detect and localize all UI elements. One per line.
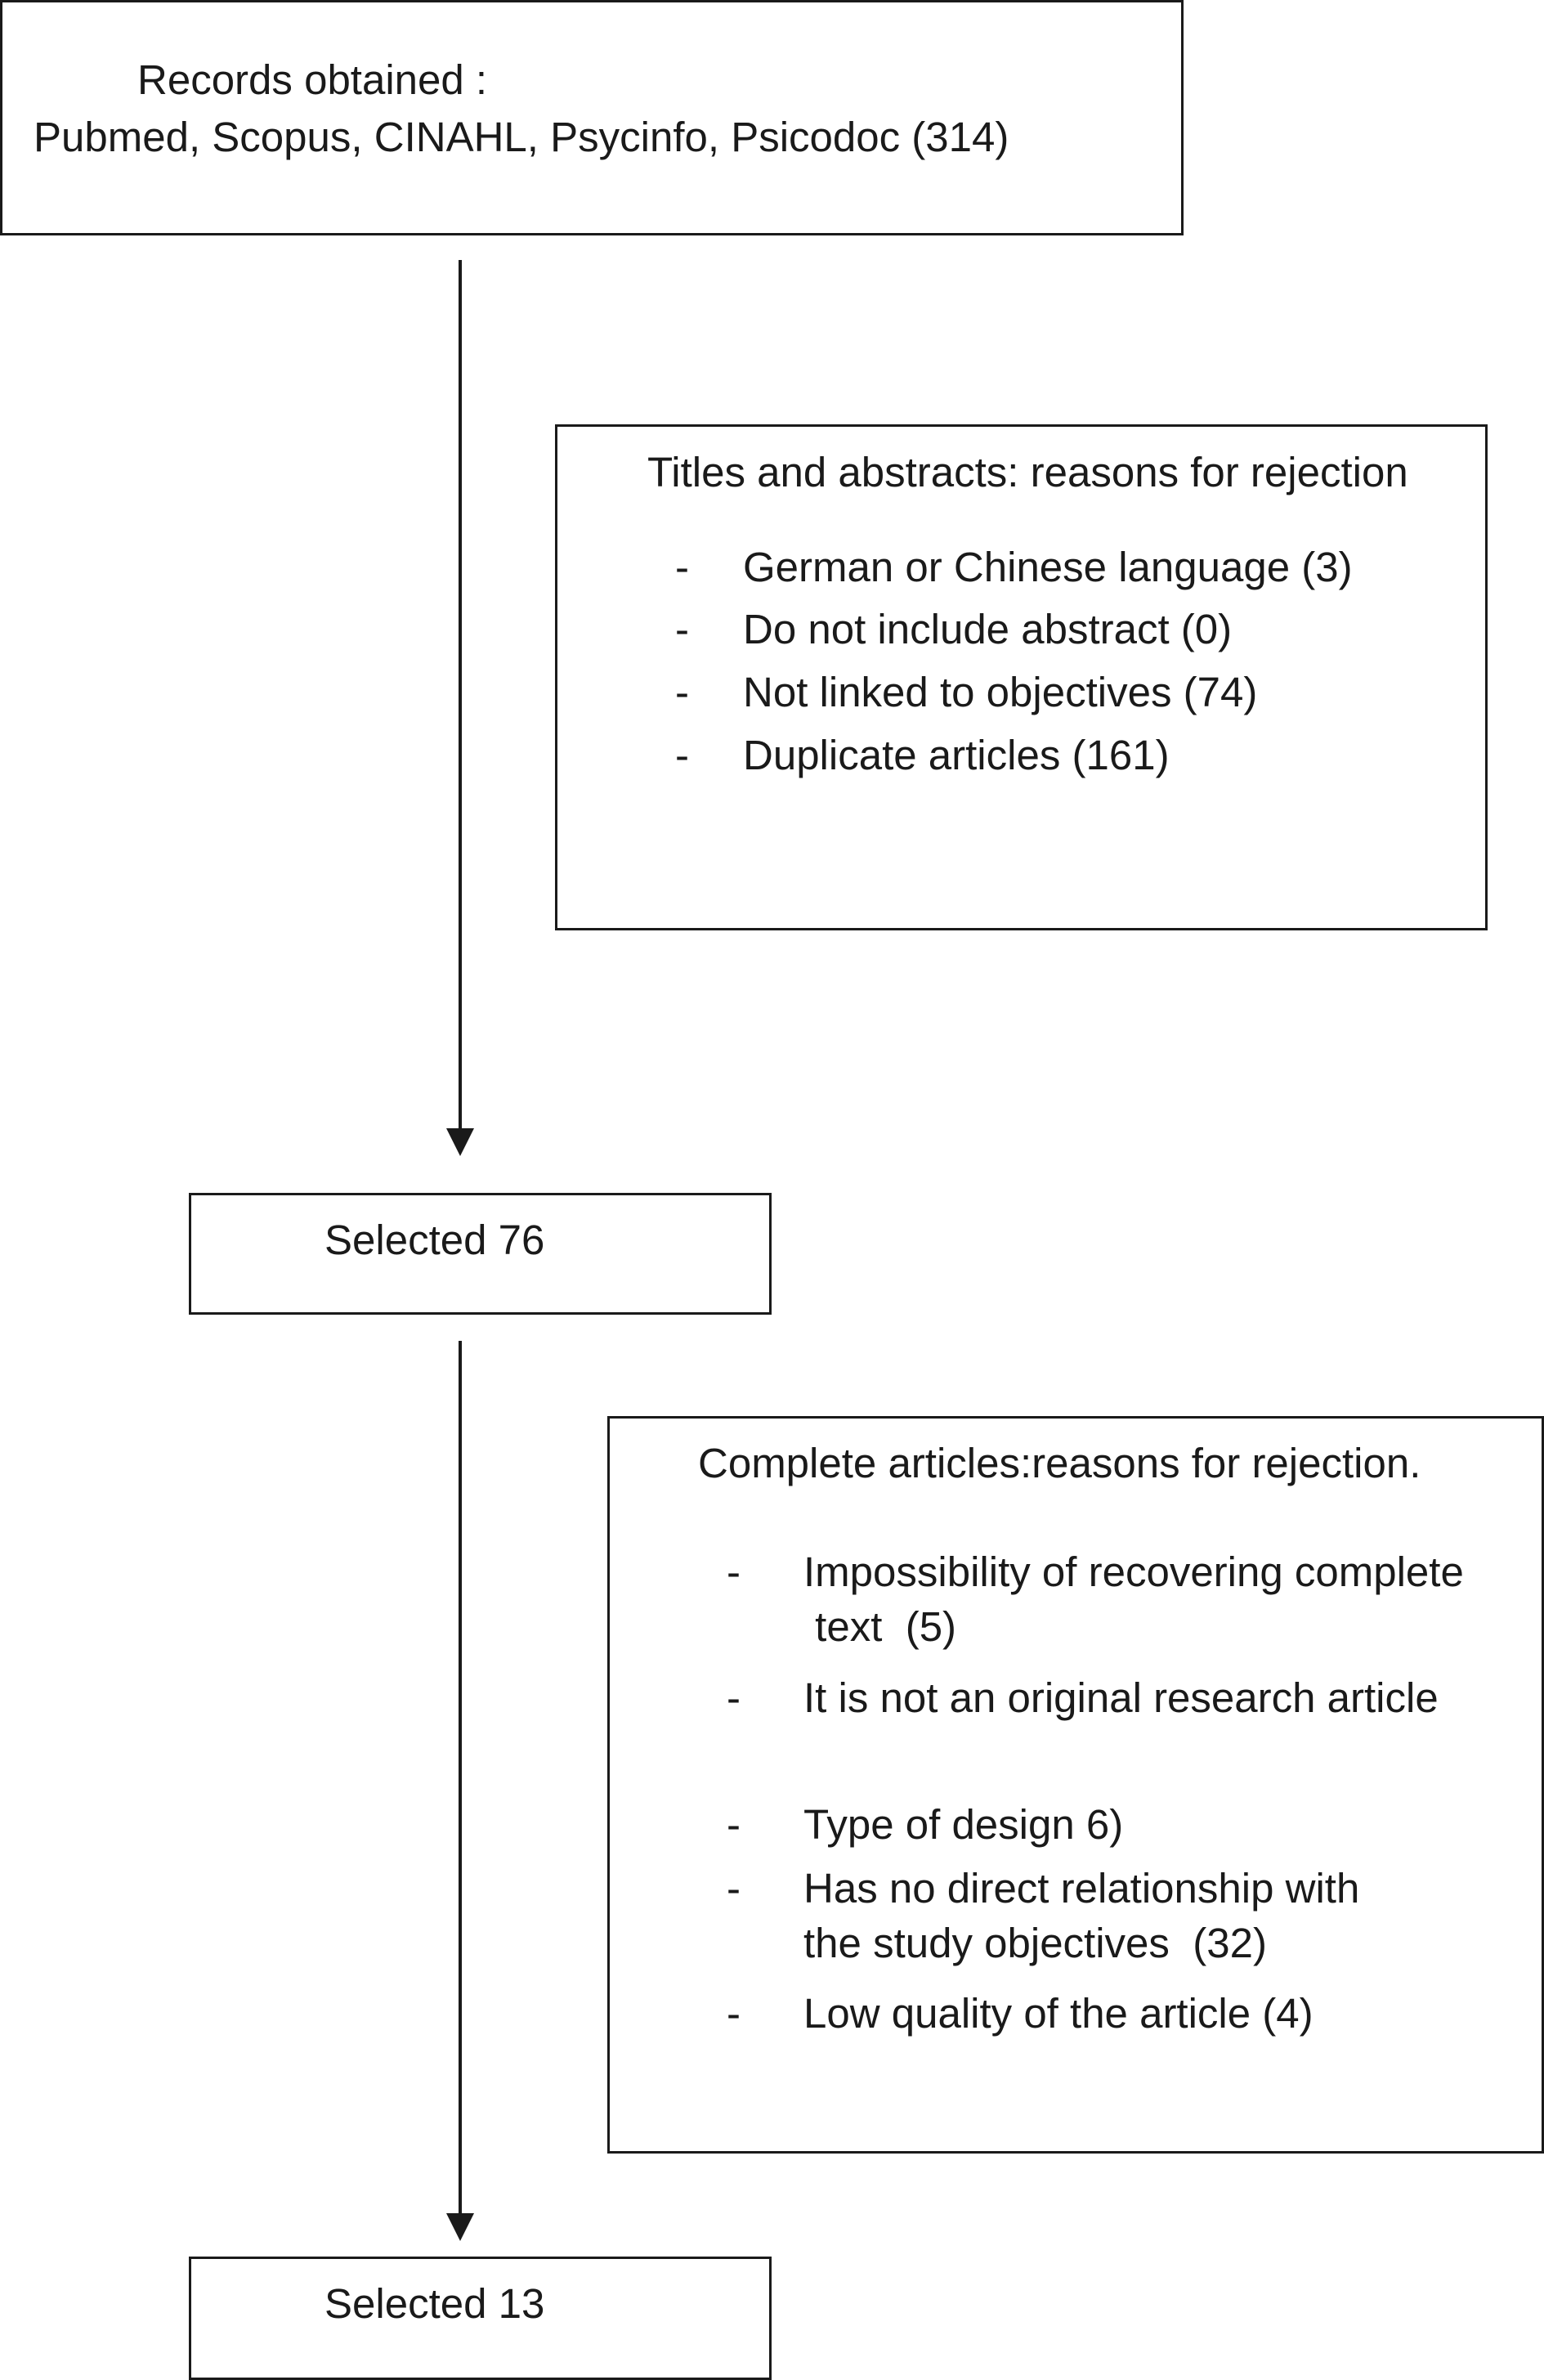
records-obtained-heading: Records obtained : (137, 56, 488, 103)
complete-item-text: Type of design 6) (803, 1801, 1124, 1848)
titles-abstracts-rejection-box: Titles and abstracts: reasons for reject… (555, 424, 1488, 930)
list-dash: - (675, 544, 689, 590)
arrow-head-1 (446, 1128, 474, 1156)
complete-articles-title: Complete articles:reasons for rejection. (698, 1440, 1421, 1486)
list-dash: - (675, 732, 689, 778)
selected-76-label: Selected 76 (324, 1217, 545, 1263)
titles-item-text: Not linked to objectives (74) (743, 669, 1258, 715)
titles-item-text: Duplicate articles (161) (743, 732, 1170, 778)
selected-13-box: Selected 13 (189, 2257, 772, 2380)
selected-76-box: Selected 76 (189, 1193, 772, 1315)
complete-item-text: Impossibility of recovering complete (803, 1549, 1464, 1595)
list-dash: - (675, 606, 689, 652)
selected-13-label: Selected 13 (324, 2280, 545, 2327)
list-dash: - (727, 1801, 741, 1848)
titles-item-text: Do not include abstract (0) (743, 606, 1233, 652)
complete-item-text: Has no direct relationship with (803, 1865, 1360, 1912)
list-dash: - (675, 669, 689, 715)
list-dash: - (727, 1990, 741, 2037)
records-obtained-sources: Pubmed, Scopus, CINAHL, Psycinfo, Psicod… (34, 114, 1009, 160)
list-dash: - (727, 1865, 741, 1912)
list-dash: - (727, 1674, 741, 1721)
list-dash: - (727, 1549, 741, 1595)
complete-item-text: Low quality of the article (4) (803, 1990, 1314, 2037)
complete-item-text: text (5) (803, 1603, 957, 1650)
complete-item-text: the study objectives (32) (803, 1920, 1267, 1966)
titles-item-text: German or Chinese language (3) (743, 544, 1353, 590)
titles-abstracts-title: Titles and abstracts: reasons for reject… (647, 449, 1408, 495)
arrow-head-2 (446, 2213, 474, 2241)
records-obtained-box: Records obtained : Pubmed, Scopus, CINAH… (0, 0, 1184, 235)
complete-item-text: It is not an original research article (803, 1674, 1439, 1721)
complete-articles-rejection-box: Complete articles:reasons for rejection.… (607, 1416, 1544, 2154)
